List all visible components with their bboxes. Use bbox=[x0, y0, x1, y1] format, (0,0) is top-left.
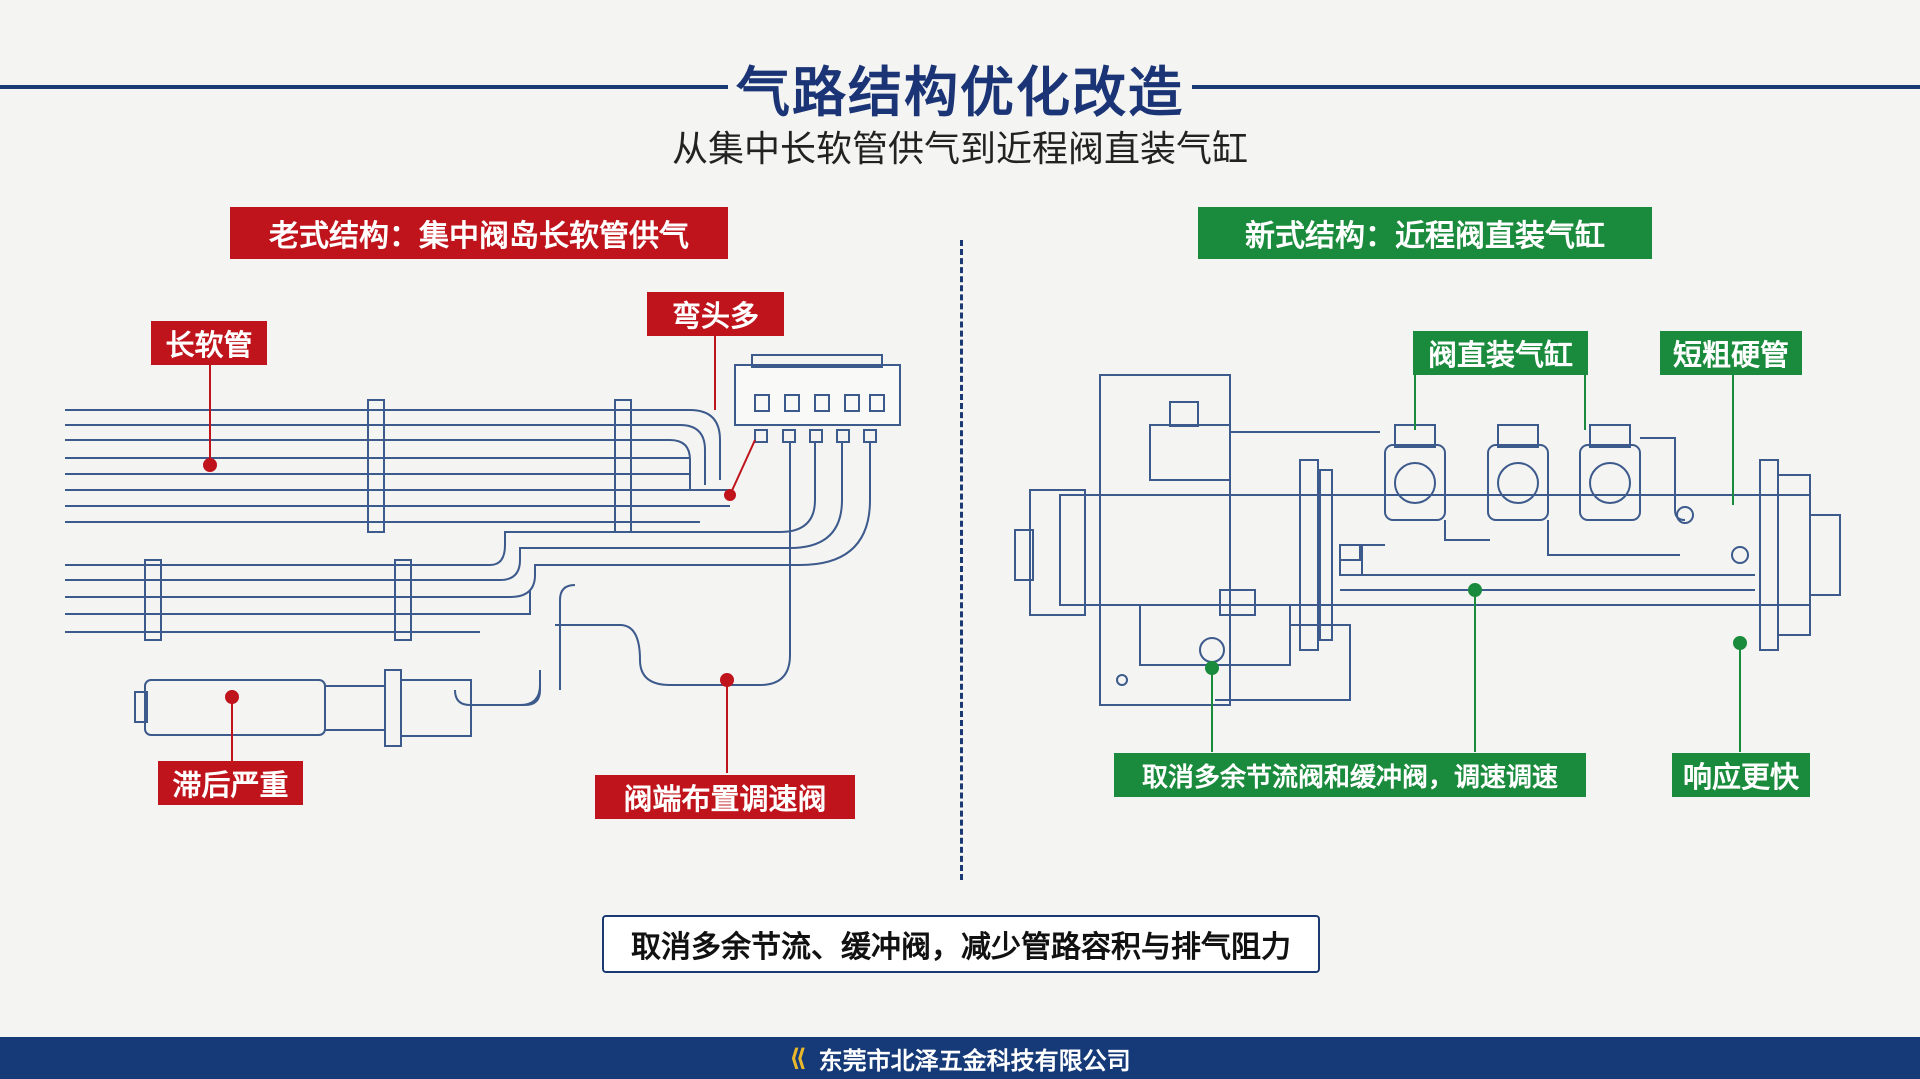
title-rule-right bbox=[1192, 85, 1920, 89]
label-severe-lag: 滞后严重 bbox=[158, 761, 303, 805]
center-divider bbox=[960, 240, 963, 880]
label-cancel-valves: 取消多余节流阀和缓冲阀，调速调速 bbox=[1114, 753, 1586, 797]
label-end-speed-valve: 阀端布置调速阀 bbox=[595, 775, 855, 819]
new-structure-header: 新式结构：近程阀直装气缸 bbox=[1198, 207, 1652, 259]
footer-bar: ⟪ 东莞市北泽五金科技有限公司 bbox=[0, 1037, 1920, 1079]
summary-box: 取消多余节流、缓冲阀，减少管路容积与排气阻力 bbox=[602, 915, 1320, 973]
company-name: 东莞市北泽五金科技有限公司 bbox=[818, 1046, 1131, 1075]
page-subtitle: 从集中长软管供气到近程阀直装气缸 bbox=[671, 129, 1248, 170]
pneumatic-schematic bbox=[65, 330, 1841, 773]
label-many-elbows: 弯头多 bbox=[647, 292, 784, 336]
old-structure-header: 老式结构：集中阀岛长软管供气 bbox=[230, 207, 728, 259]
label-long-hose: 长软管 bbox=[151, 321, 267, 365]
label-faster-response: 响应更快 bbox=[1672, 753, 1810, 797]
company-logo-icon: ⟪ bbox=[789, 1044, 807, 1072]
label-short-rigid-pipe: 短粗硬管 bbox=[1660, 331, 1802, 375]
label-valve-on-cylinder: 阀直装气缸 bbox=[1413, 331, 1588, 375]
title-rule-left bbox=[0, 85, 728, 89]
page-title: 气路结构优化改造 bbox=[736, 61, 1184, 124]
